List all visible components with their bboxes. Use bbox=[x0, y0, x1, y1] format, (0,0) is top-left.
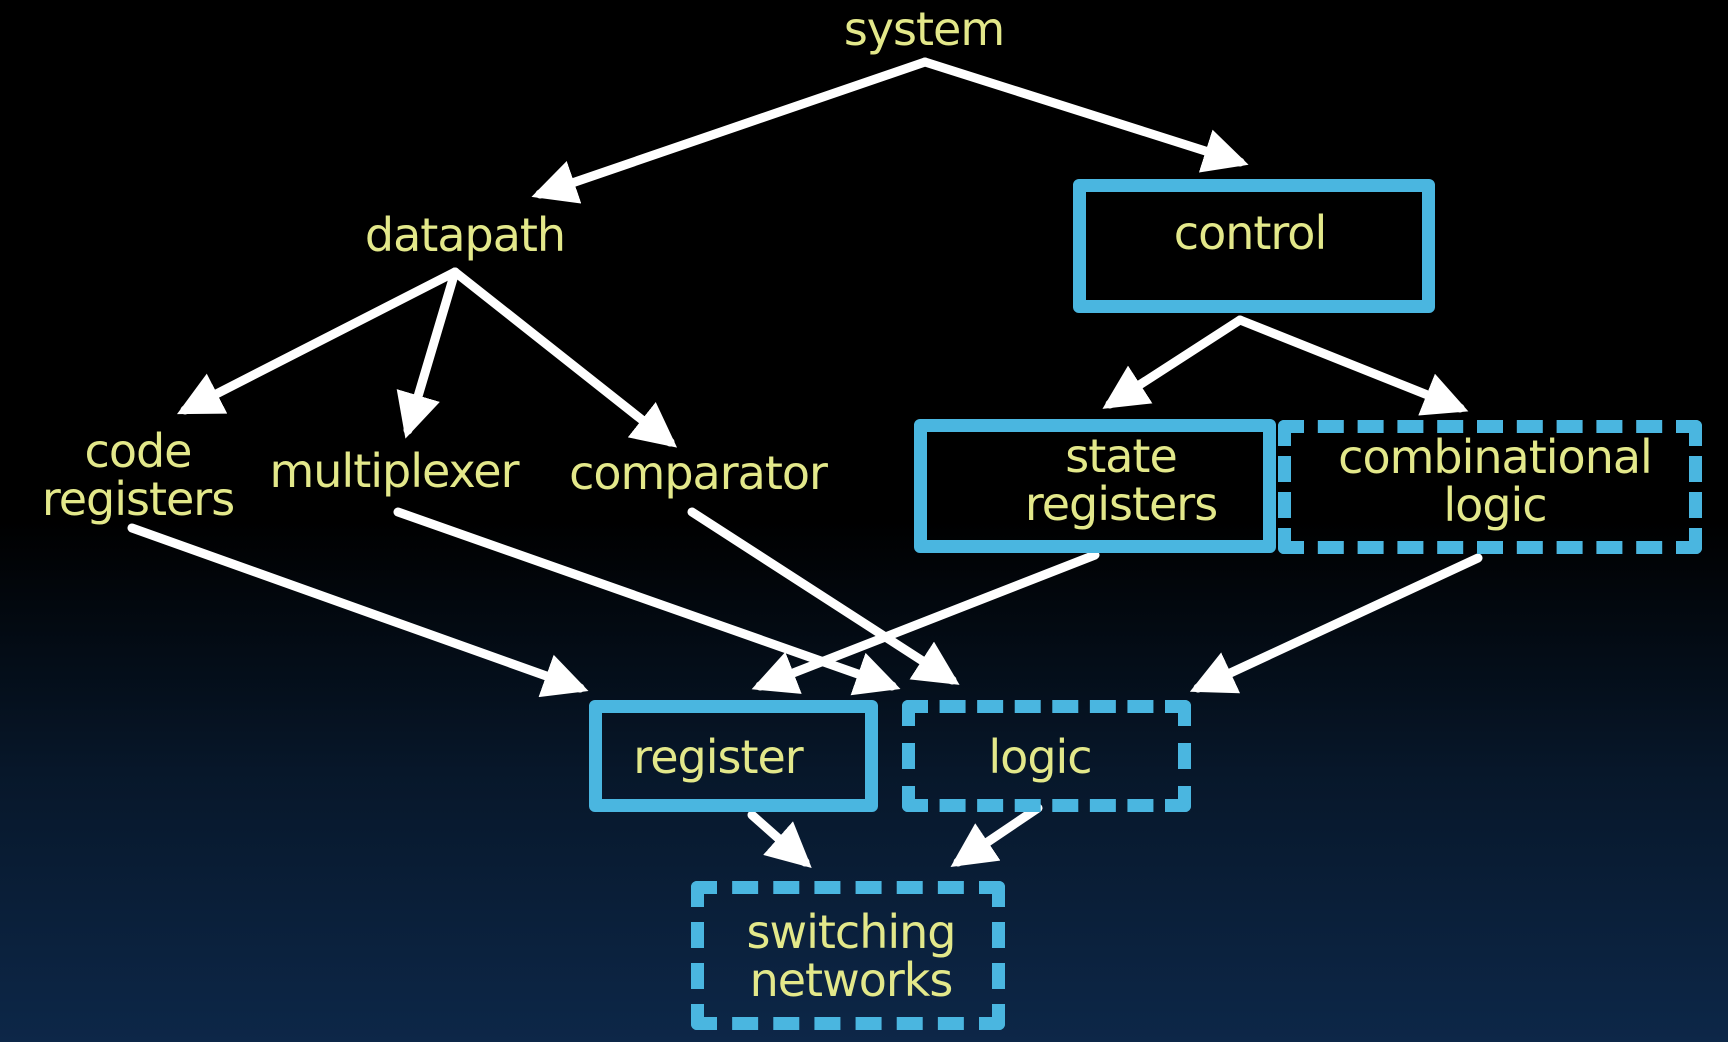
node-comparator: comparator bbox=[569, 446, 828, 500]
combinational-logic-box bbox=[1278, 420, 1702, 554]
state-registers-box bbox=[914, 419, 1276, 553]
arrow-system-to-control bbox=[920, 57, 1249, 173]
switching-networks-box bbox=[691, 881, 1005, 1030]
node-logic: logic bbox=[988, 730, 1092, 784]
node-combinational-logic: combinational logic bbox=[1338, 430, 1653, 532]
arrow-datapath-to-code-registers bbox=[176, 267, 460, 415]
arrow-system-to-datapath bbox=[531, 57, 930, 204]
arrow-comparator-to-logic bbox=[687, 507, 960, 685]
node-code-registers: code registers bbox=[41, 424, 235, 526]
arrow-combinational-logic-to-logic bbox=[1189, 553, 1483, 694]
arrow-control-to-state-registers bbox=[1102, 315, 1245, 409]
arrow-code-registers-to-register bbox=[127, 523, 589, 698]
arrow-datapath-to-comparator bbox=[450, 267, 678, 448]
node-register: register bbox=[633, 730, 803, 784]
arrow-state-registers-to-register bbox=[751, 550, 1100, 694]
arrow-logic-to-switching-networks bbox=[950, 803, 1043, 868]
arrow-control-to-combinational-logic bbox=[1235, 315, 1469, 416]
control-box bbox=[1073, 179, 1435, 313]
node-datapath: datapath bbox=[364, 208, 566, 262]
node-multiplexer: multiplexer bbox=[269, 444, 519, 498]
node-switching-networks: switching networks bbox=[746, 905, 957, 1007]
arrow-multiplexer-to-logic bbox=[393, 507, 901, 696]
node-system: system bbox=[843, 2, 1005, 56]
arrow-register-to-switching-networks bbox=[747, 810, 812, 868]
node-state-registers: state registers bbox=[1024, 429, 1218, 531]
logic-box bbox=[902, 700, 1191, 812]
register-box bbox=[589, 700, 878, 812]
arrow-datapath-to-multiplexer bbox=[396, 267, 460, 439]
node-control: control bbox=[1173, 206, 1327, 260]
